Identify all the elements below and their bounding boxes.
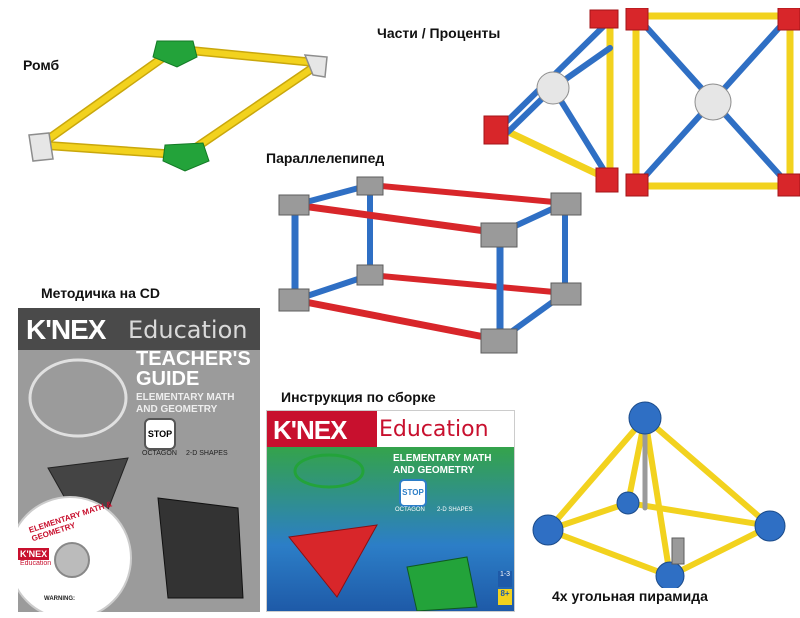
cd-warning: WARNING:: [44, 596, 75, 602]
assembly-subtitle-1: ELEMENTARY MATH: [393, 453, 492, 464]
assembly-brand: K'NEX: [273, 415, 347, 445]
assembly-stop-sign: STOP: [399, 479, 427, 507]
rhombus-model: [25, 35, 335, 175]
assembly-caption-1: OCTAGON: [395, 507, 425, 513]
cd-hole: [54, 542, 90, 578]
assembly-edu: Education: [379, 417, 489, 442]
age-badge-2: 8+: [498, 589, 512, 605]
label-cd-manual: Методичка на CD: [41, 285, 160, 301]
cover-header-bar: [18, 308, 260, 350]
cover-subtitle-1: ELEMENTARY MATH: [136, 392, 235, 403]
teachers-guide-cover: K'NEX Education TEACHER'S GUIDE ELEMENTA…: [18, 308, 260, 612]
cover-title-1: TEACHER'S: [136, 348, 251, 370]
label-rhombus: Ромб: [23, 57, 60, 73]
label-assembly: Инструкция по сборке: [281, 389, 436, 405]
label-pyramid: 4х угольная пирамида: [552, 588, 708, 604]
cd-brand: K'NEX: [18, 548, 50, 560]
label-parts-percent: Части / Проценты: [377, 25, 501, 41]
cd-disc: ELEMENTARY MATH & GEOMETRY K'NEX Educati…: [18, 496, 132, 612]
stop-sign: STOP: [144, 418, 176, 450]
cover-edu: Education: [128, 316, 248, 344]
cd-title: ELEMENTARY MATH & GEOMETRY: [27, 499, 114, 544]
cover-caption-1: OCTAGON: [142, 450, 177, 457]
parallelepiped-model: [275, 175, 600, 375]
cover-title-2: GUIDE: [136, 368, 200, 390]
assembly-brand-bar: [267, 411, 377, 447]
cd-edu: Education: [20, 560, 52, 567]
pyramid-model: [520, 398, 795, 588]
assembly-cover: K'NEX Education ELEMENTARY MATH AND GEOM…: [266, 410, 515, 612]
parts-frames-model: [478, 8, 800, 198]
assembly-subtitle-2: AND GEOMETRY: [393, 465, 475, 476]
age-badge-1: 1-3: [498, 571, 512, 587]
cover-subtitle-2: AND GEOMETRY: [136, 404, 218, 415]
label-parallelepiped: Параллелепипед: [266, 150, 385, 166]
cover-brand: K'NEX: [26, 314, 106, 345]
assembly-caption-2: 2-D SHAPES: [437, 507, 473, 513]
assembly-shapes: [288, 453, 478, 611]
cover-caption-2: 2-D SHAPES: [186, 450, 228, 457]
